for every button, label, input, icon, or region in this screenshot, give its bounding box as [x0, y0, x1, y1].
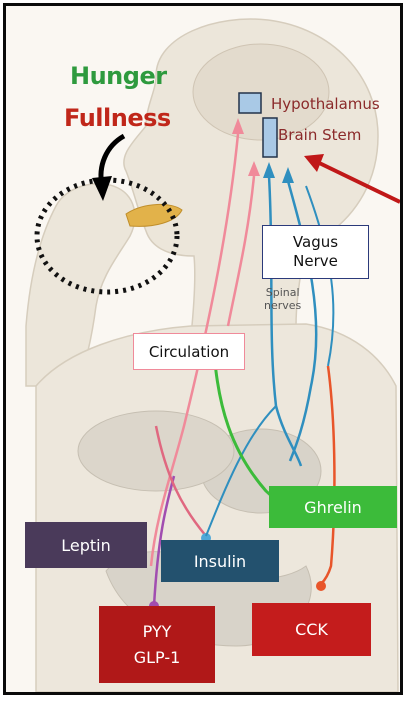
circulation-label: Circulation: [133, 333, 245, 370]
brain-stem-region: [263, 118, 277, 157]
brain-stem-label: Brain Stem: [278, 126, 361, 144]
diagram-frame: Hunger Fullness Hypothalamus Brain Stem …: [3, 3, 403, 695]
liver-shape: [78, 411, 234, 491]
spinal-nerves-label: Spinal nerves: [264, 286, 301, 312]
hypothalamus-label: Hypothalamus: [271, 95, 380, 113]
ghrelin-box: Ghrelin: [269, 486, 397, 528]
vagus-nerve-label: Vagus Nerve: [262, 225, 369, 279]
leptin-box: Leptin: [25, 522, 147, 568]
insulin-box: Insulin: [161, 540, 279, 582]
cck-origin-dot: [316, 581, 326, 591]
cck-box: CCK: [252, 603, 371, 656]
hypothalamus-region: [239, 93, 261, 113]
fullness-label: Fullness: [64, 104, 171, 132]
hunger-label: Hunger: [70, 62, 167, 90]
pyy-glp1-box: PYY GLP-1: [99, 606, 215, 683]
